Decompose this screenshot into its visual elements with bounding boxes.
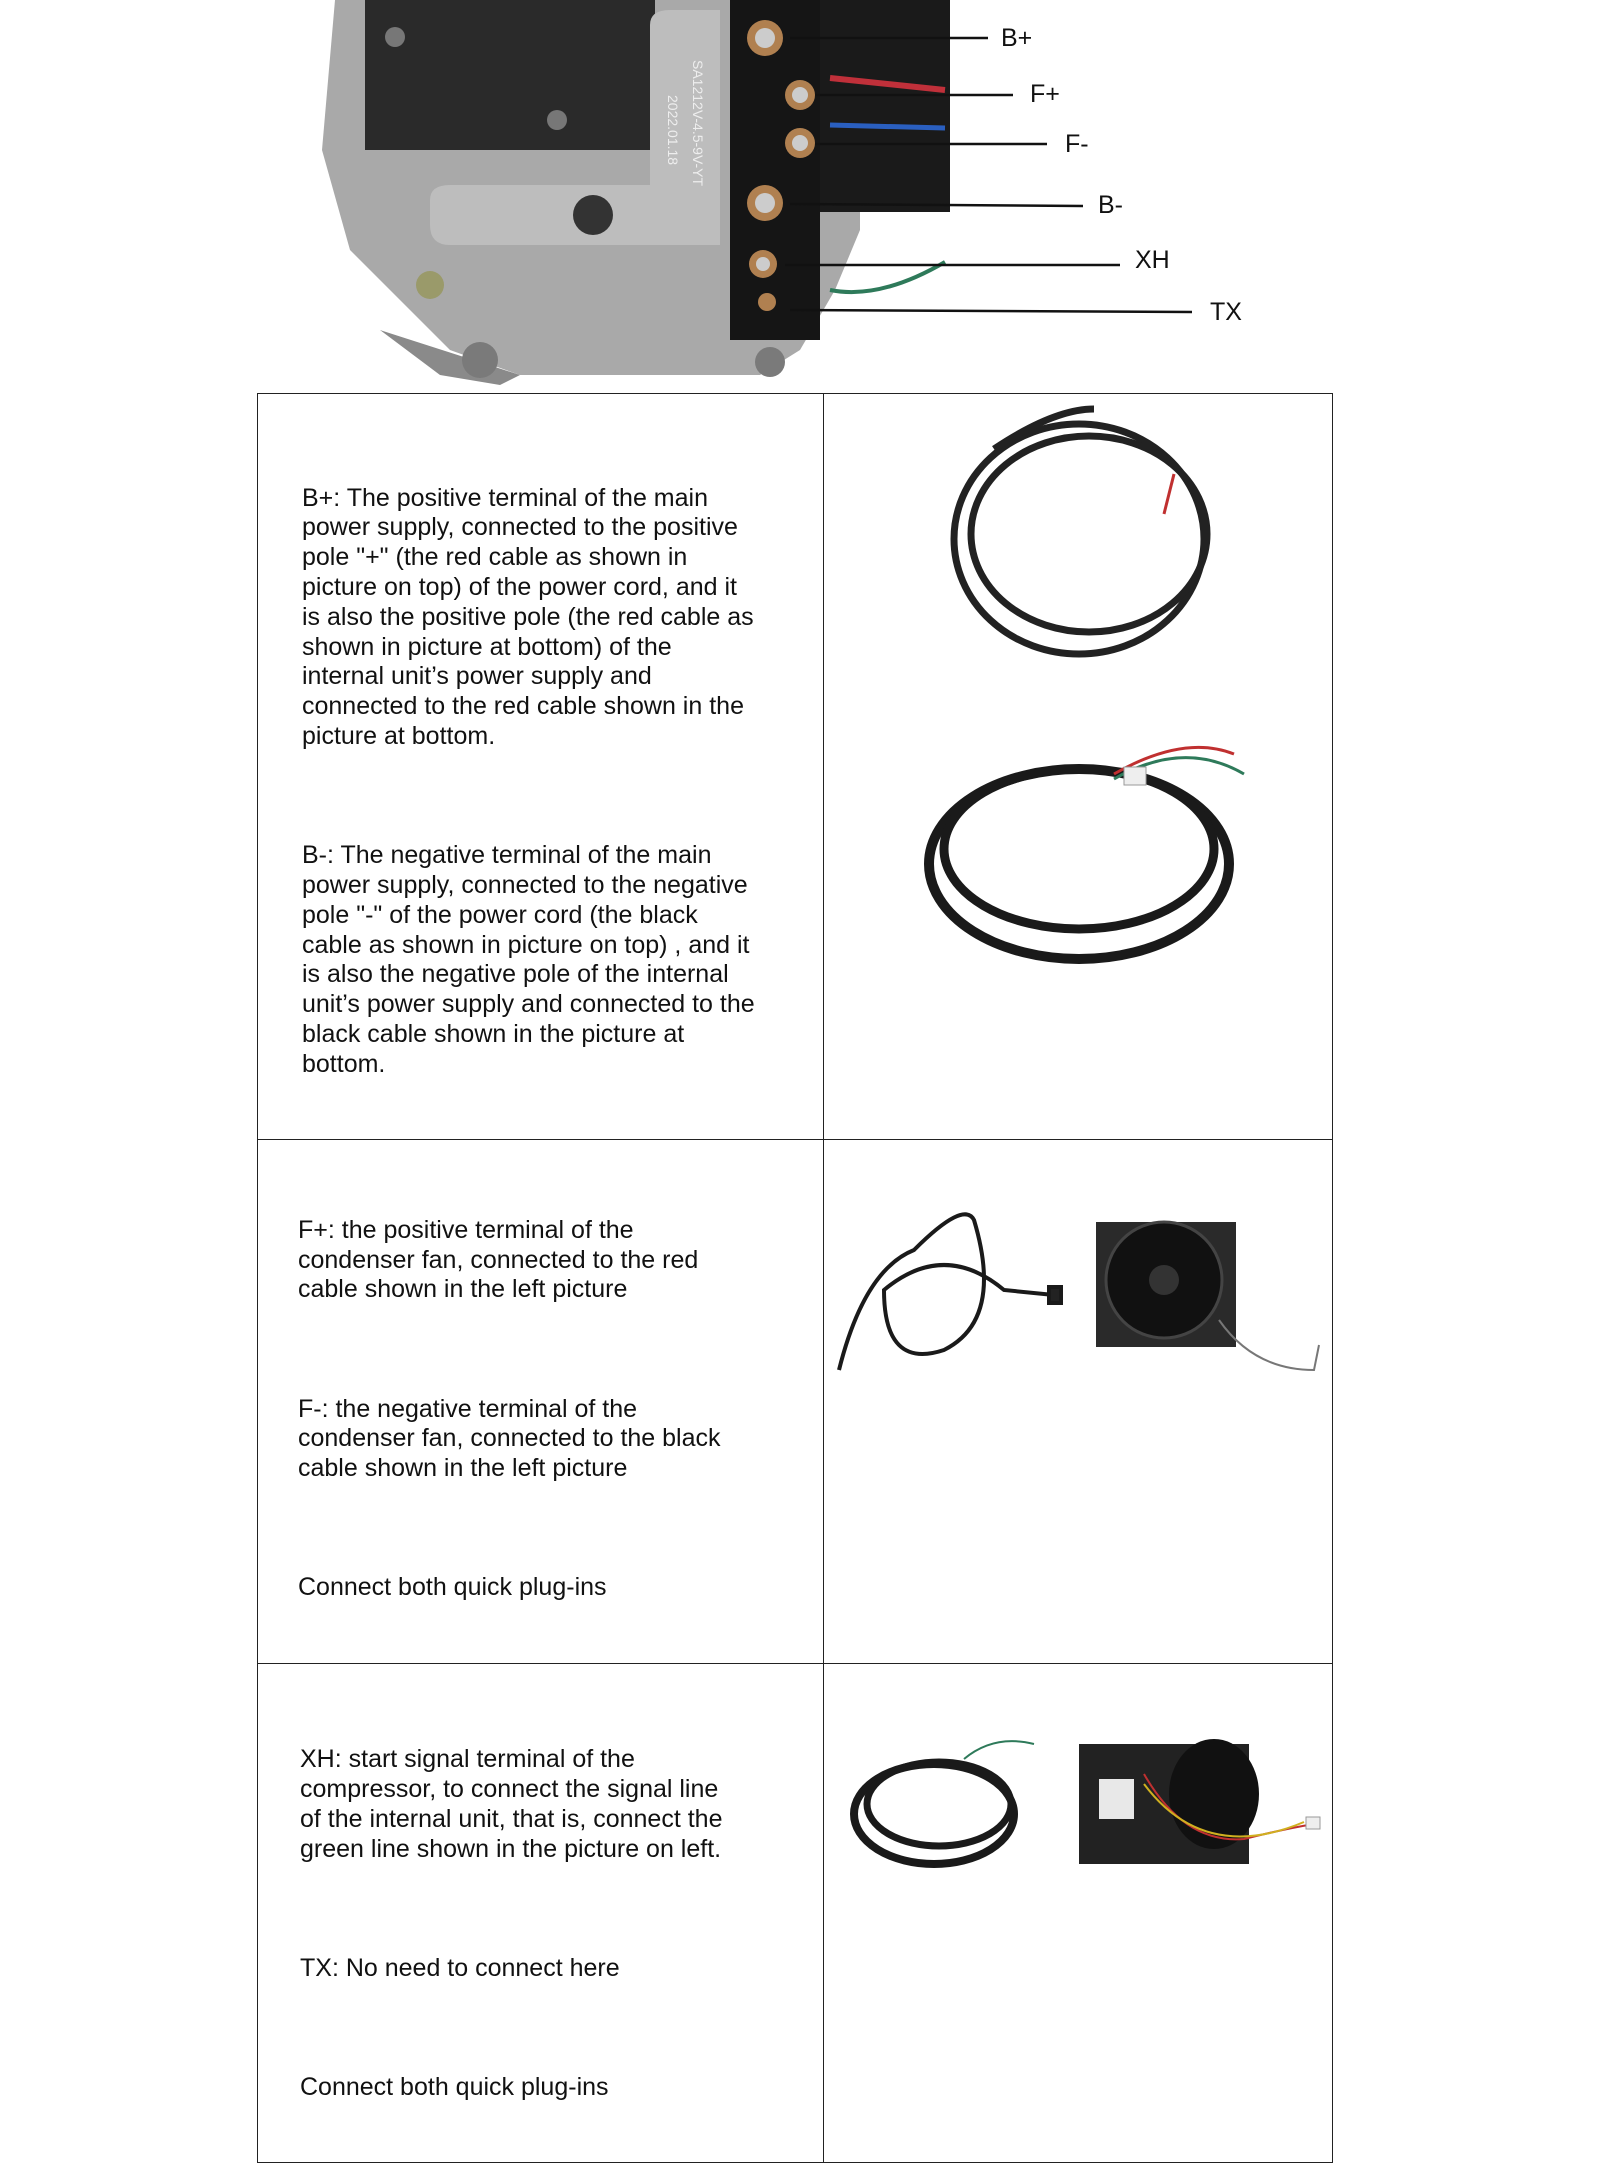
table-row-main-power: B+: The positive terminal of the main po… <box>257 392 1333 1141</box>
internal-unit-photo <box>1079 1738 1321 1864</box>
table-row-signal: XH: start signal terminal of the compres… <box>257 1662 1333 2163</box>
terminal-label-f-minus: F- <box>1065 130 1089 158</box>
main-power-description: B+: The positive terminal of the main po… <box>258 394 823 1139</box>
signal-plugin-note: Connect both quick plug-ins <box>300 2073 609 2102</box>
photo-stamp-date: 2022.01.18 <box>665 95 681 165</box>
table-row-condenser-fan: F+: the positive terminal of the condens… <box>257 1139 1333 1664</box>
terminal-label-f-plus: F+ <box>1030 80 1060 108</box>
power-cord-photo <box>950 405 1211 658</box>
terminal-label-tx: TX <box>1210 298 1242 326</box>
compressor-terminal-photo: SA1212V-4.5-9V-YT 2022.01.18 <box>322 0 1193 385</box>
fan-description: F+: the positive terminal of the condens… <box>258 1140 823 1663</box>
f-minus-description: F-: the negative terminal of the condens… <box>298 1394 721 1483</box>
photo-stamp-model: SA1212V-4.5-9V-YT <box>690 60 706 187</box>
terminal-label-b-minus: B- <box>1098 191 1123 219</box>
f-plus-description: F+: the positive terminal of the condens… <box>298 1215 699 1304</box>
wiring-instructions-table: B+: The positive terminal of the main po… <box>257 392 1333 2163</box>
fan-plugin-note: Connect both quick plug-ins <box>298 1573 607 1602</box>
tx-description: TX: No need to connect here <box>300 1953 620 1982</box>
b-minus-description: B-: The negative terminal of the main po… <box>302 841 755 1078</box>
fan-cable-photo <box>837 1212 1063 1371</box>
condenser-fan-photo <box>1096 1220 1320 1372</box>
signal-cable-photo <box>850 1739 1035 1868</box>
signal-description: XH: start signal terminal of the compres… <box>258 1664 823 2163</box>
fan-photos <box>837 1212 1320 1372</box>
compressor-body <box>322 0 860 385</box>
power-cable-photos <box>924 405 1245 964</box>
terminal-block <box>730 0 950 340</box>
terminal-label-b-plus: B+ <box>1001 24 1033 52</box>
terminal-label-xh: XH <box>1135 246 1170 274</box>
leader-lines <box>785 36 1193 314</box>
b-plus-description: B+: The positive terminal of the main po… <box>302 483 754 750</box>
xh-description: XH: start signal terminal of the compres… <box>300 1745 723 1863</box>
signal-photos <box>850 1738 1321 1868</box>
internal-unit-cable-photo <box>924 745 1245 964</box>
